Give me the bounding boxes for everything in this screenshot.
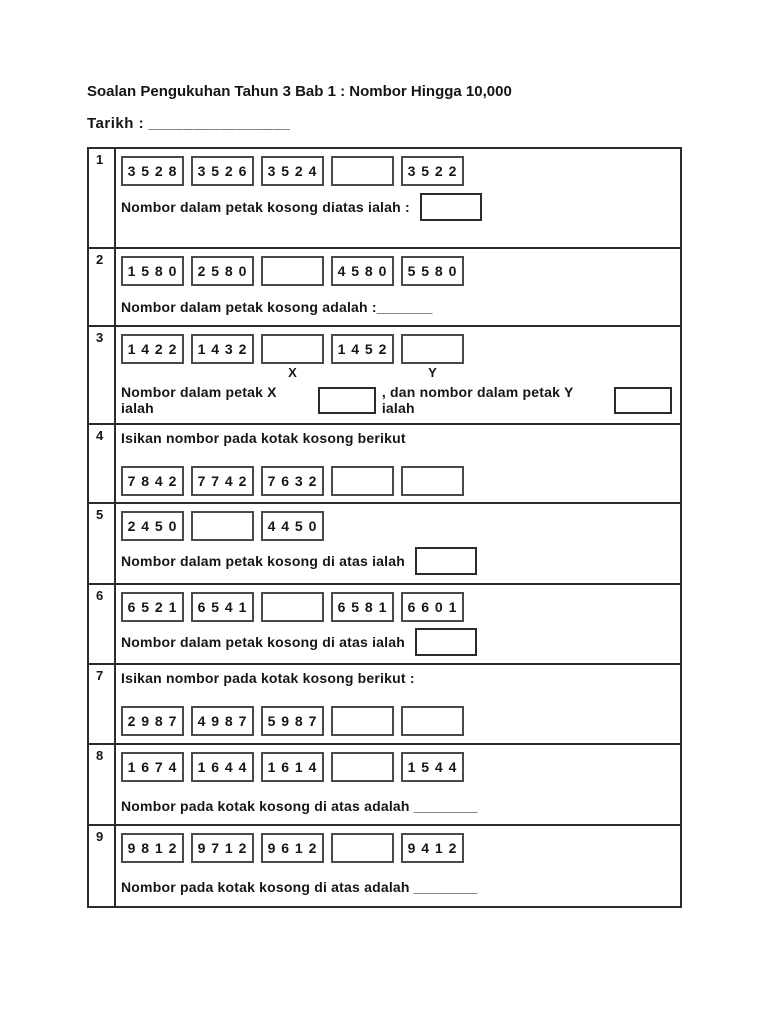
number-box: 4 4 5 0 [261,511,324,541]
number-box: 1 6 1 4 [261,752,324,782]
number-box: 5 9 8 7 [261,706,324,736]
question-number: 1 [89,149,116,247]
question-number: 2 [89,249,116,325]
blank-box[interactable] [331,833,394,863]
blank-box[interactable] [331,156,394,186]
question-text: Nombor dalam petak kosong adalah :______… [121,299,433,315]
blank-box[interactable] [401,706,464,736]
number-box: 1 4 5 2 [331,334,394,364]
question-number: 6 [89,585,116,663]
date-line: Tarikh : ________________ [87,115,291,132]
number-box: 2 4 5 0 [121,511,184,541]
number-box: 1 6 4 4 [191,752,254,782]
number-box: 1 4 3 2 [191,334,254,364]
number-box: 1 5 8 0 [121,256,184,286]
blank-box[interactable] [331,752,394,782]
question-row-5: 5 2 4 5 0 4 4 5 0 Nombor dalam petak kos… [89,502,680,583]
blank-box-y[interactable] [401,334,464,364]
instruction-text: Isikan nombor pada kotak kosong berikut [121,430,406,446]
number-box: 3 5 2 8 [121,156,184,186]
question-text-part1: Nombor dalam petak X ialah [121,384,277,416]
question-text: Nombor dalam petak kosong diatas ialah : [121,199,410,215]
box-label-y: Y [428,365,437,380]
question-row-4: 4 Isikan nombor pada kotak kosong beriku… [89,423,680,502]
number-box: 1 6 7 4 [121,752,184,782]
number-box: 3 5 2 4 [261,156,324,186]
number-box: 3 5 2 6 [191,156,254,186]
number-box: 9 7 1 2 [191,833,254,863]
number-box: 4 5 8 0 [331,256,394,286]
number-sequence: 1 4 2 2 1 4 3 2 X 1 4 5 2 [121,334,672,381]
number-box: 9 4 1 2 [401,833,464,863]
number-sequence: 7 8 4 2 7 7 4 2 7 6 3 2 [121,466,672,496]
number-sequence: 2 9 8 7 4 9 8 7 5 9 8 7 [121,706,672,736]
question-table: 1 3 5 2 8 3 5 2 6 3 5 2 4 3 5 2 2 Nombor… [87,147,682,908]
question-row-6: 6 6 5 2 1 6 5 4 1 6 5 8 1 6 6 0 1 Nombor… [89,583,680,663]
number-sequence: 9 8 1 2 9 7 1 2 9 6 1 2 9 4 1 2 [121,833,672,863]
number-box: 6 5 2 1 [121,592,184,622]
number-box: 7 6 3 2 [261,466,324,496]
question-text: Nombor dalam petak kosong di atas ialah [121,634,405,650]
box-label-x: X [288,365,297,380]
question-text: Nombor dalam petak kosong di atas ialah [121,553,405,569]
question-row-7: 7 Isikan nombor pada kotak kosong beriku… [89,663,680,743]
number-box: 9 6 1 2 [261,833,324,863]
number-sequence: 2 4 5 0 4 4 5 0 [121,511,672,541]
number-sequence: 6 5 2 1 6 5 4 1 6 5 8 1 6 6 0 1 [121,592,672,622]
number-box: 3 5 2 2 [401,156,464,186]
question-row-8: 8 1 6 7 4 1 6 4 4 1 6 1 4 1 5 4 4 Nombor… [89,743,680,824]
number-sequence: 3 5 2 8 3 5 2 6 3 5 2 4 3 5 2 2 [121,156,672,186]
answer-box[interactable] [419,193,482,221]
question-number: 8 [89,745,116,824]
number-sequence: 1 6 7 4 1 6 4 4 1 6 1 4 1 5 4 4 [121,752,672,782]
instruction-text: Isikan nombor pada kotak kosong berikut … [121,670,415,686]
number-box: 7 8 4 2 [121,466,184,496]
number-box: 6 5 4 1 [191,592,254,622]
question-row-3: 3 1 4 2 2 1 4 3 2 X [89,325,680,423]
number-sequence: 1 5 8 0 2 5 8 0 4 5 8 0 5 5 8 0 [121,256,672,286]
number-box: 1 5 4 4 [401,752,464,782]
blank-box[interactable] [331,466,394,496]
question-row-9: 9 9 8 1 2 9 7 1 2 9 6 1 2 9 4 1 2 Nombor… [89,824,680,906]
question-row-2: 2 1 5 8 0 2 5 8 0 4 5 8 0 5 5 8 0 Nombor… [89,247,680,325]
answer-box[interactable] [414,547,477,575]
number-box: 7 7 4 2 [191,466,254,496]
blank-box[interactable] [261,592,324,622]
answer-box-y[interactable] [614,386,672,414]
question-text: Nombor pada kotak kosong di atas adalah … [121,798,478,814]
question-number: 3 [89,327,116,423]
blank-box[interactable] [401,466,464,496]
worksheet-page: Soalan Pengukuhan Tahun 3 Bab 1 : Nombor… [87,82,683,908]
blank-box[interactable] [261,256,324,286]
number-box: 2 5 8 0 [191,256,254,286]
blank-box[interactable] [191,511,254,541]
number-box: 5 5 8 0 [401,256,464,286]
question-number: 4 [89,425,116,502]
number-box: 6 6 0 1 [401,592,464,622]
number-box: 4 9 8 7 [191,706,254,736]
question-text: Nombor pada kotak kosong di atas adalah … [121,879,478,895]
number-box: 1 4 2 2 [121,334,184,364]
question-number: 5 [89,504,116,583]
blank-box-x[interactable] [261,334,324,364]
page-title: Soalan Pengukuhan Tahun 3 Bab 1 : Nombor… [87,83,512,100]
question-row-1: 1 3 5 2 8 3 5 2 6 3 5 2 4 3 5 2 2 Nombor… [89,149,680,247]
answer-box[interactable] [414,628,477,656]
question-number: 7 [89,665,116,743]
number-box: 9 8 1 2 [121,833,184,863]
question-number: 9 [89,826,116,906]
blank-box[interactable] [331,706,394,736]
answer-box-x[interactable] [317,386,376,414]
question-text-part2: , dan nombor dalam petak Y ialah [381,384,574,416]
number-box: 6 5 8 1 [331,592,394,622]
number-box: 2 9 8 7 [121,706,184,736]
